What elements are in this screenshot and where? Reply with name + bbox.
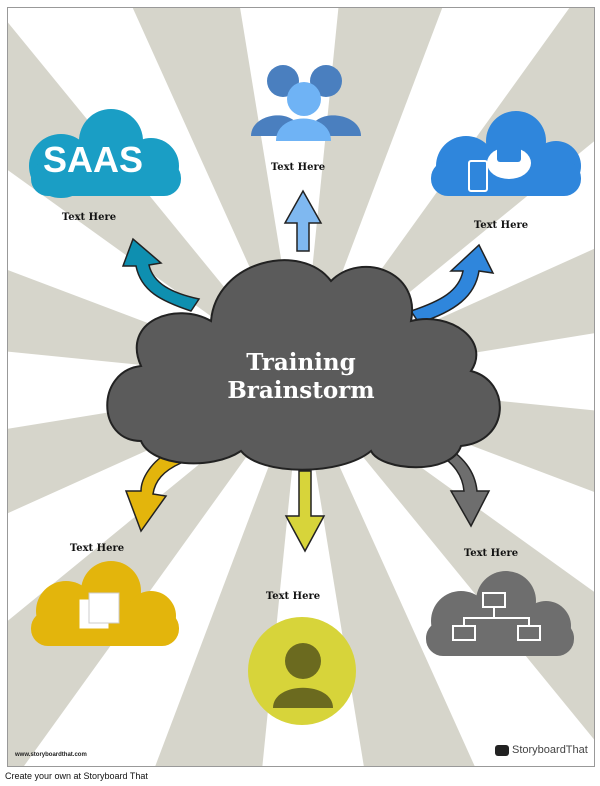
network-icon bbox=[452, 592, 541, 641]
background-ray bbox=[8, 381, 301, 766]
saas-text: SAAS bbox=[43, 139, 144, 180]
saas-cloud bbox=[29, 109, 181, 198]
background-ray bbox=[301, 381, 475, 766]
watermark-url: www.storyboardthat.com bbox=[15, 752, 87, 758]
speech-bubbles-icon bbox=[495, 744, 509, 756]
node-label-bottom[interactable]: Text Here bbox=[265, 591, 321, 602]
storyboardthat-logo: StoryboardThat bbox=[495, 744, 588, 756]
sms-text: SMS bbox=[502, 163, 524, 174]
arrow-up bbox=[283, 189, 323, 252]
arrow-up-left bbox=[121, 237, 201, 312]
person-icon bbox=[248, 617, 356, 725]
node-label-top[interactable]: Text Here bbox=[270, 162, 326, 173]
poster-graphic bbox=[8, 8, 594, 766]
background-ray bbox=[301, 381, 594, 740]
folders-icon bbox=[78, 592, 120, 630]
people-icon bbox=[251, 65, 361, 141]
node-label-bottom-right[interactable]: Text Here bbox=[463, 548, 519, 559]
node-label-top-left[interactable]: Text Here bbox=[61, 212, 117, 223]
arrow-down-left bbox=[124, 450, 183, 533]
node-label-top-right[interactable]: Text Here bbox=[473, 220, 529, 231]
arrow-down bbox=[284, 470, 326, 553]
center-cloud bbox=[106, 259, 501, 471]
camera-icon bbox=[497, 146, 521, 162]
footer-link[interactable]: Create your own at Storyboard That bbox=[5, 771, 148, 781]
node-label-bottom-left[interactable]: Text Here bbox=[69, 543, 125, 554]
background-ray bbox=[301, 381, 594, 492]
phone-icon bbox=[468, 160, 488, 192]
background-ray bbox=[8, 270, 301, 381]
arrow-up-right bbox=[409, 243, 495, 324]
